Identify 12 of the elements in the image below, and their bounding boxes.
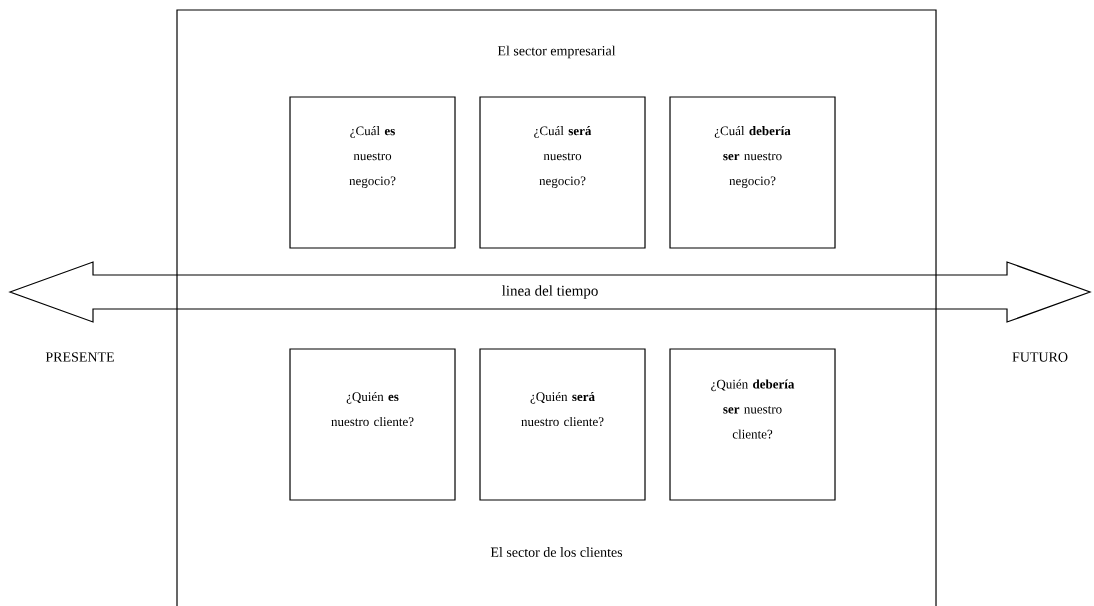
question-box: ¿Quién es nuestro cliente? [289, 348, 456, 501]
sector-frame [176, 9, 937, 606]
question-box: ¿Cuál será nuestro negocio? [479, 96, 646, 249]
timeline-end-label: FUTURO [1012, 352, 1068, 362]
question-box: ¿Cuál es nuestro negocio? [289, 96, 456, 249]
timeline-end-label: PRESENTE [45, 352, 114, 362]
question-box: ¿Quién debería ser nuestro cliente? [669, 348, 836, 501]
question-box: ¿Cuál debería ser nuestro negocio? [669, 96, 836, 249]
node-label: linea del tiempo [501, 285, 598, 299]
sector-heading: El sector de los clientes [490, 547, 623, 557]
sector-heading: El sector empresarial [497, 45, 616, 59]
question-box: ¿Quién será nuestro cliente? [479, 348, 646, 501]
